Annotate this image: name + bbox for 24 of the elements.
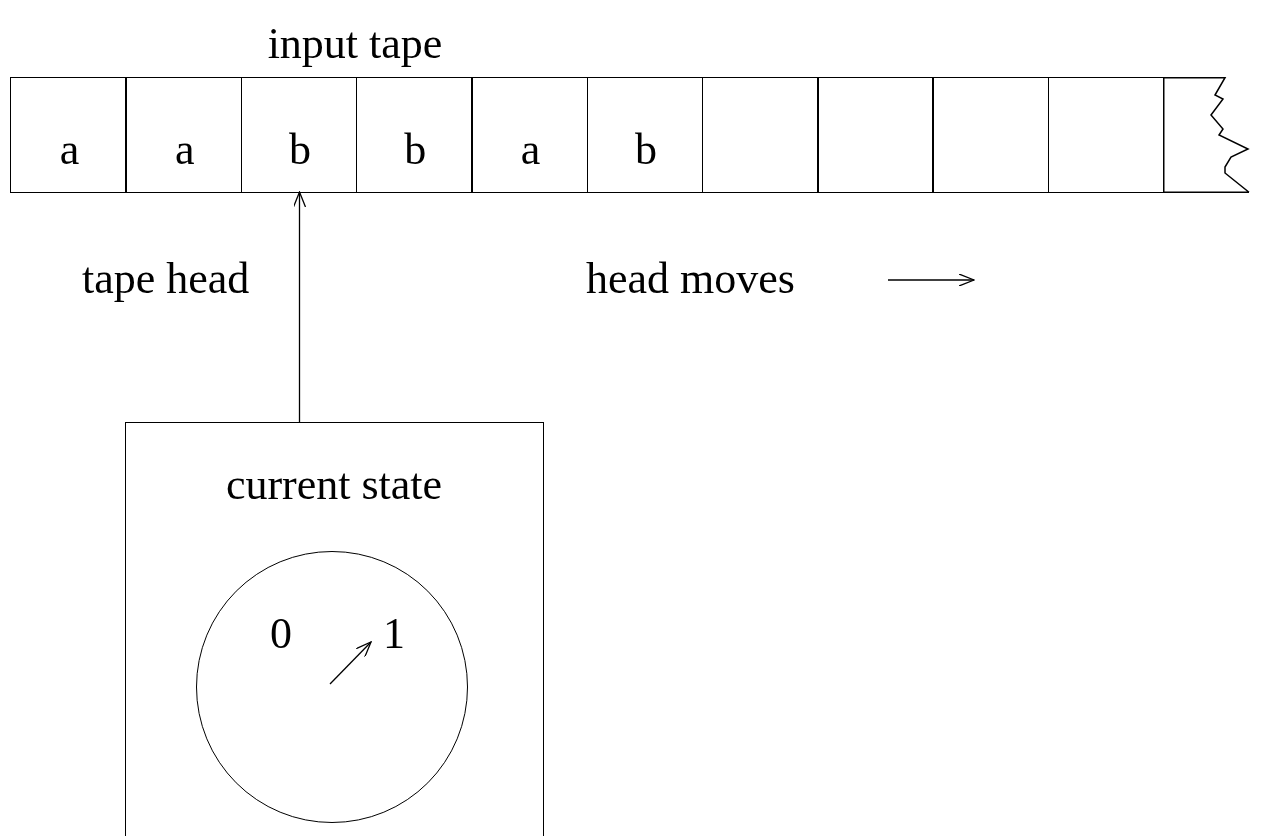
tape-symbol: a <box>520 128 541 172</box>
annotation-text: head moves <box>586 257 795 301</box>
tape-title: input tape <box>267 22 443 66</box>
control-unit-box <box>125 422 544 836</box>
tape-cell <box>10 77 127 193</box>
tape-symbol: b <box>404 128 427 172</box>
tape-cell <box>471 77 588 193</box>
tape-symbol: a <box>59 128 80 172</box>
tape-cell <box>355 77 473 193</box>
tape-symbol: a <box>174 128 195 172</box>
state-number: 0 <box>270 612 292 656</box>
tape-cell <box>1047 77 1165 193</box>
arrow <box>292 191 307 423</box>
tape-cell <box>586 77 704 193</box>
annotation-text: tape head <box>82 257 250 301</box>
tape-cell <box>240 77 358 193</box>
state-number: 1 <box>383 612 405 656</box>
control-title: current state <box>225 463 443 507</box>
tape-cell <box>125 77 243 193</box>
tape-cell <box>701 77 819 193</box>
tape-cell <box>932 77 1050 193</box>
tape-symbol: b <box>289 128 311 172</box>
tape-symbol: b <box>634 128 657 172</box>
tape-cell <box>817 77 934 193</box>
